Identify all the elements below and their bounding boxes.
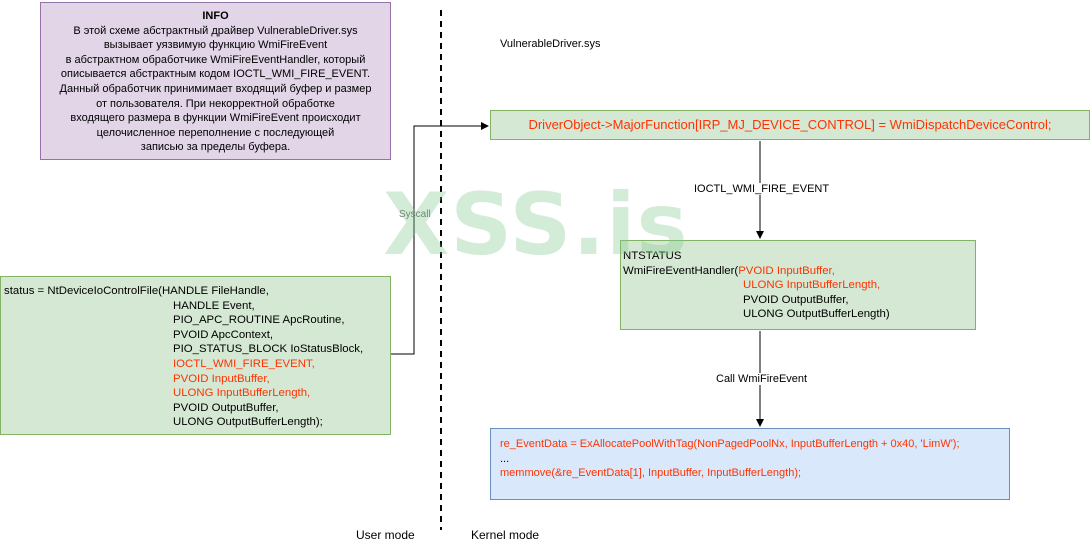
driver-label: VulnerableDriver.sys [500, 38, 601, 50]
param-line: ULONG InputBufferLength, [743, 279, 881, 292]
param-line: PIO_STATUS_BLOCK IoStatusBlock, [173, 343, 364, 356]
ioctl-edge-label: IOCTL_WMI_FIRE_EVENT [694, 183, 830, 195]
dispatch-box: DriverObject->MajorFunction[IRP_MJ_DEVIC… [490, 110, 1090, 140]
handler-return-type: NTSTATUS [623, 250, 682, 262]
info-line: записью за пределы буфера. [140, 141, 291, 154]
syscall-connector [391, 122, 489, 355]
param-line: PVOID OutputBuffer, [743, 293, 849, 306]
param-line: ULONG OutputBufferLength) [743, 308, 890, 321]
user-call-params: HANDLE Event, PIO_APC_ROUTINE ApcRoutine,… [4, 299, 390, 430]
user-call-box: status = NtDeviceIoControlFile(HANDLE Fi… [0, 276, 391, 435]
param-line: HANDLE Event, [173, 299, 255, 312]
dispatch-text: DriverObject->MajorFunction[IRP_MJ_DEVIC… [528, 117, 1052, 132]
handler-box: NTSTATUS WmiFireEventHandler(PVOID InputB… [620, 240, 976, 330]
info-note: INFO В этой схеме абстрактный драйвер Vu… [40, 2, 391, 160]
user-call-first-line: status = NtDeviceIoControlFile(HANDLE Fi… [4, 285, 269, 297]
info-line: В этой схеме абстрактный драйвер Vulnera… [73, 24, 358, 37]
alloc-line: re_EventData = ExAllocatePoolWithTag(Non… [500, 438, 960, 450]
param-line: ULONG OutputBufferLength); [173, 416, 323, 429]
handler-function-name: WmiFireEventHandler( [623, 264, 739, 277]
alloc-ellipsis: ... [500, 452, 510, 465]
info-line: входящего размера в функции WmiFireEvent… [70, 112, 361, 125]
handler-signature: WmiFireEventHandler(PVOID InputBuffer, [623, 264, 975, 279]
info-title: INFO [202, 10, 229, 22]
syscall-edge-label: Syscall [399, 209, 431, 220]
handler-params: ULONG InputBufferLength,PVOID OutputBuff… [623, 278, 975, 322]
user-mode-label: User mode [356, 528, 415, 542]
info-line: описывается абстрактным кодом IOCTL_WMI_… [60, 68, 371, 81]
param-line: IOCTL_WMI_FIRE_EVENT, [173, 357, 315, 370]
param-line: PIO_APC_ROUTINE ApcRoutine, [173, 314, 345, 327]
memmove-line: memmove(&re_EventData[1], InputBuffer, I… [500, 467, 802, 480]
param-line: PVOID OutputBuffer, [173, 401, 279, 414]
info-line: вызывает уязвимую функцию WmiFireEvent [103, 39, 328, 52]
handler-param: PVOID InputBuffer, [738, 264, 835, 277]
call-edge-label: Call WmiFireEvent [716, 373, 808, 385]
param-line: PVOID InputBuffer, [173, 372, 270, 385]
info-line: Данный обработчик принимимает входящий б… [59, 82, 372, 95]
info-line: от пользователя. При некорректной обрабо… [96, 97, 335, 110]
info-line: в абстрактном обработчике WmiFireEventHa… [65, 53, 366, 66]
info-line: целочисленное переполнение с последующей [96, 126, 335, 139]
alloc-box: re_EventData = ExAllocatePoolWithTag(Non… [490, 428, 1010, 500]
param-line: ULONG InputBufferLength, [173, 387, 311, 400]
kernel-mode-label: Kernel mode [471, 528, 540, 542]
param-line: PVOID ApcContext, [173, 328, 274, 341]
